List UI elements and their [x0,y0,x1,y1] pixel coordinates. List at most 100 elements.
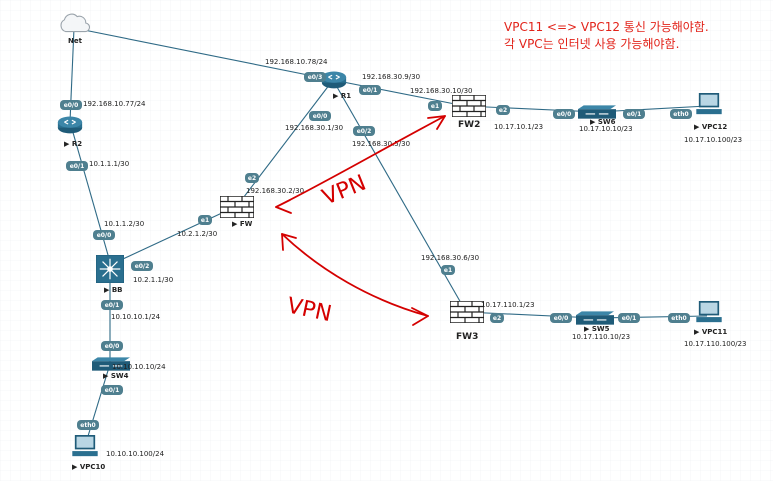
port-badge: e1 [198,215,212,225]
ip-address-label: 192.168.30.6/30 [421,254,479,262]
port-badge: e2 [490,313,504,323]
port-label: e0/0 [97,232,112,239]
port-badge-bg [198,215,212,225]
ip-address-label: 10.2.1.2/30 [177,230,217,238]
vpn-arrows [275,115,446,326]
port-label: e0/0 [557,111,572,118]
device-label-r2: ▶ R2 [64,140,82,148]
port-badge-bg [77,420,99,430]
port-badge: e2 [245,173,259,183]
ip-address-label: 192.168.30.9/30 [362,73,420,81]
port-badge: e0/0 [101,341,123,351]
port-badge-bg [131,261,153,271]
port-badge-bg [668,313,690,323]
link-fw2-sw6[interactable] [464,105,598,113]
port-badge: e1 [441,265,455,275]
switch-icon[interactable]: ▶ SW5 [576,311,614,333]
switch-icon[interactable]: ▶ SW4 [92,357,130,380]
link-fw-bb[interactable] [109,205,238,266]
note-line-1: VPC11 <=> VPC12 통신 가능해야함. [504,20,709,34]
port-label: e2 [248,175,256,182]
port-badge-bg [101,385,123,395]
port-badge-bg [490,313,504,323]
port-label: eth0 [671,315,686,322]
port-badge: eth0 [77,420,99,430]
port-label: e0/1 [105,302,120,309]
port-label: e1 [431,103,439,110]
vpn-arrowhead-fw [275,199,292,214]
router-icon[interactable]: ▶ R2 [57,115,83,148]
device-label-bb: ▶ BB [104,286,123,294]
vpn-arrow-fw-fw3 [281,233,429,317]
port-badge-bg [66,161,88,171]
port-label: e0/0 [105,343,120,350]
port-label: e0/3 [308,74,323,81]
pc-icon[interactable]: ▶ VPC10 [72,435,105,471]
port-badge: e0/0 [553,109,575,119]
device-label-net: Net [68,37,83,45]
device-label-vpc11: ▶ VPC11 [694,328,727,336]
device-label-r1: ▶ R1 [333,92,351,100]
ip-address-label: 192.168.10.77/24 [83,100,146,108]
device-label-sw6: ▶ SW6 [590,118,616,126]
port-label: e2 [499,107,507,114]
port-label: e0/1 [70,163,85,170]
port-label: e1 [444,267,452,274]
port-badge-bg [359,85,381,95]
ip-address-label: 10.17.10.10/23 [579,125,633,133]
ip-address-label: 192.168.30.5/30 [352,140,410,148]
vpn-arrowhead-fw-lower [281,233,297,251]
ip-address-label: 10.10.10.100/24 [106,450,165,458]
port-badge-bg [304,72,326,82]
port-badge: eth0 [670,109,692,119]
port-badge: e1 [428,101,442,111]
device-label-fw2: FW2 [458,120,480,130]
link-net-r1[interactable] [73,27,334,81]
ip-address-label: 10.1.1.2/30 [104,220,144,228]
port-label: e0/1 [363,87,378,94]
ip-address-label: 10.17.10.100/23 [684,136,742,144]
firewall-icon[interactable]: FW3 [450,301,484,342]
port-label: e0/1 [627,111,642,118]
ip-address-label: 10.17.10.1/23 [494,123,543,131]
link-sw4-vpc10[interactable] [84,363,111,447]
link-r1-fw[interactable] [236,79,334,207]
switch-icon[interactable]: ▶ SW6 [578,105,616,126]
port-label: e0/1 [622,315,637,322]
port-badge-bg [553,109,575,119]
port-badge-bg [441,265,455,275]
ip-address-label: 192.168.30.1/30 [285,124,343,132]
port-badge-bg [496,105,510,115]
l3-switch-icon[interactable]: ▶ BB [96,255,124,294]
port-badge-bg [309,111,331,121]
ip-address-label: 192.168.30.10/30 [410,87,472,95]
port-label: e0/0 [64,102,79,109]
port-badge: eth0 [668,313,690,323]
firewall-icon[interactable]: ▶ FW [220,196,254,228]
firewall-icon[interactable]: FW2 [452,95,486,130]
device-label-vpc10: ▶ VPC10 [72,463,105,471]
port-badge: e0/0 [550,313,572,323]
device-label-fw: ▶ FW [232,220,253,228]
vpn-arrow-fw-fw2 [275,115,446,208]
port-badge: e2 [496,105,510,115]
link-fw3-sw5[interactable] [464,311,596,319]
link-r1-fw2[interactable] [332,79,466,107]
port-badge-bg [60,100,82,110]
device-label-sw5: ▶ SW5 [584,325,610,333]
port-badge: e0/0 [309,111,331,121]
pc-icon[interactable]: ▶ VPC11 [694,301,727,336]
port-label: e0/1 [105,387,120,394]
port-badge-bg [101,341,123,351]
ip-address-label: 10.2.1.1/30 [133,276,173,284]
port-label: e0/0 [313,113,328,120]
pc-icon[interactable]: ▶ VPC12 [694,93,727,131]
port-badge-bg [428,101,442,111]
device-label-sw4: ▶ SW4 [103,372,129,380]
router-icon[interactable]: ▶ R1 [321,70,351,100]
port-badge-bg [353,126,375,136]
cloud-icon[interactable]: Net [60,13,90,45]
vpn-arrowhead-fw3 [411,307,429,326]
